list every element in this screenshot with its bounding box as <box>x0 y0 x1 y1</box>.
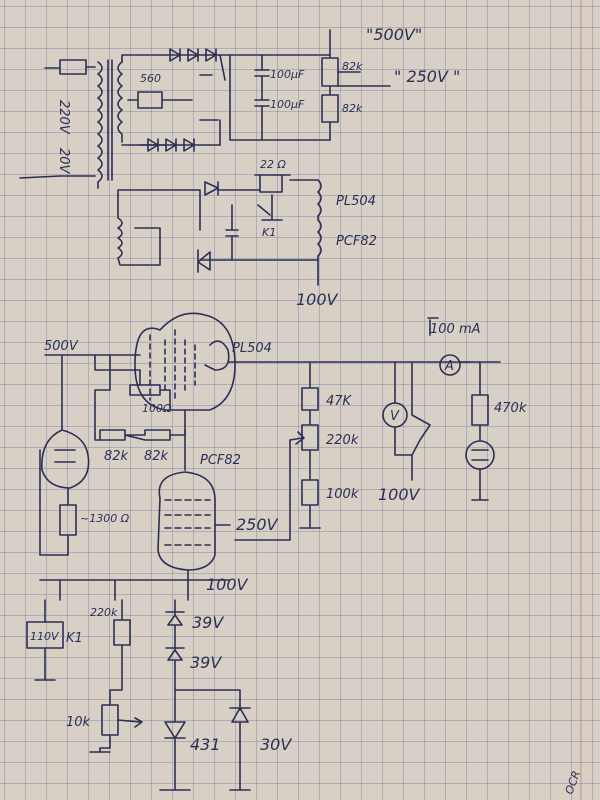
label-v-meter: V <box>390 409 400 424</box>
label-470k: 470k <box>494 401 527 416</box>
label-pcf82-main: PCF82 <box>200 453 241 468</box>
label-pl504-top: PL504 <box>336 194 376 209</box>
top-power-supply <box>19 29 391 189</box>
label-100-ohm: 100Ω <box>142 402 172 415</box>
label-cap2: 100µF <box>270 98 305 111</box>
corner-mark: OCR <box>563 769 583 796</box>
labels: "500V" " 250V " 220V 20V 560 100µF 100µF… <box>30 25 583 796</box>
relay-cap <box>217 189 261 261</box>
relay-top-wire <box>117 189 201 231</box>
caps-stack <box>254 54 270 141</box>
diode-chain-top <box>164 48 231 62</box>
grid-feed <box>94 354 111 441</box>
tap-wires <box>337 71 391 87</box>
a-meter-wires <box>439 361 501 441</box>
label-220k: 220k <box>326 433 359 448</box>
label-100ma: 100 mA <box>430 322 481 337</box>
pot-10k <box>99 689 119 753</box>
label-22-ohm: 22 Ω <box>260 158 286 171</box>
label-82k-a: 82k <box>104 449 129 464</box>
relay-diode-1 <box>204 181 219 196</box>
neon-electrodes <box>471 449 489 501</box>
diode-returns <box>199 54 226 146</box>
relay-circuit <box>117 174 322 286</box>
relay-transformer <box>117 194 161 266</box>
res-82k-stack <box>321 54 339 141</box>
label-100v-meter: 100V <box>378 485 421 504</box>
relay-diode-2 <box>197 249 211 273</box>
transformer-primary <box>97 61 103 189</box>
label-relay-k1-main: K1 <box>66 631 83 646</box>
label-82k-b: 82k <box>144 449 169 464</box>
wiper-wire <box>234 439 291 541</box>
label-relay-k1-top: K1 <box>262 226 276 239</box>
transformer-secondary <box>117 61 123 143</box>
rail-500v <box>44 354 141 371</box>
label-500v-main: 500V <box>44 339 79 354</box>
label-res2: 82k <box>342 102 363 115</box>
main-circuit <box>26 312 501 791</box>
label-250v: " 250V " <box>394 67 460 86</box>
label-100v-top: 100V <box>296 290 339 309</box>
label-10k: 10k <box>66 715 91 730</box>
res-560-box <box>127 91 193 109</box>
label-cap1: 100µF <box>270 68 305 81</box>
relay-box <box>26 621 64 681</box>
res-220k <box>109 599 131 691</box>
label-250v-main: 250V <box>236 515 279 534</box>
pl504-grids <box>149 329 196 401</box>
pcf82-envelope <box>157 471 216 571</box>
label-a-meter: A <box>444 359 454 374</box>
pot-10k-wiper <box>117 717 143 728</box>
diode-chain-bottom <box>139 138 221 152</box>
label-220k-main: 220k <box>90 606 118 619</box>
pcf82-leads <box>187 524 231 586</box>
res-divider-chain <box>301 361 319 529</box>
page-margin-line <box>580 0 582 800</box>
label-500v: "500V" <box>366 25 422 44</box>
res-1300 <box>39 449 77 556</box>
label-47k: 47K <box>326 394 353 409</box>
label-30v: 30V <box>260 735 292 754</box>
pl504-anode <box>204 340 471 371</box>
a-meter-tap <box>427 317 439 336</box>
tl431 <box>159 689 241 791</box>
zener-39-pair <box>165 599 185 691</box>
neon-lamp <box>465 440 495 470</box>
rails <box>229 29 331 141</box>
label-pcf82-top: PCF82 <box>336 234 377 249</box>
label-431: 431 <box>190 735 221 754</box>
sec-top-wire <box>121 54 166 63</box>
pot-wiper <box>289 431 305 445</box>
pl504-envelope <box>134 312 236 411</box>
a-meter-circle <box>439 354 461 376</box>
label-560: 560 <box>140 72 161 85</box>
heater-filaments <box>289 179 322 286</box>
pcf82-grids <box>164 499 211 546</box>
label-20v: 20V <box>56 148 71 175</box>
label-39v-1: 39V <box>192 613 224 632</box>
fuse-symbol <box>44 59 96 75</box>
label-100v-bus: 100V <box>206 575 249 594</box>
v-meter-wires <box>394 361 431 481</box>
label-100k: 100k <box>326 487 359 502</box>
zener-30v <box>229 707 251 791</box>
label-220v: 220V <box>56 100 71 135</box>
mains-lower-wire <box>19 175 96 179</box>
label-1300-ohm: ~1300 Ω <box>80 512 130 525</box>
transformer-core <box>107 59 113 181</box>
label-res1: 82k <box>342 60 363 73</box>
res-22-box <box>254 174 291 193</box>
res-100-ohm <box>129 369 171 411</box>
left-triode <box>41 354 90 489</box>
relay-contact <box>257 194 283 221</box>
bus-100v <box>39 579 231 601</box>
label-39v-2: 39V <box>190 653 222 672</box>
label-110v-relay: 110V <box>30 630 60 643</box>
label-pl504-main: PL504 <box>232 341 272 356</box>
